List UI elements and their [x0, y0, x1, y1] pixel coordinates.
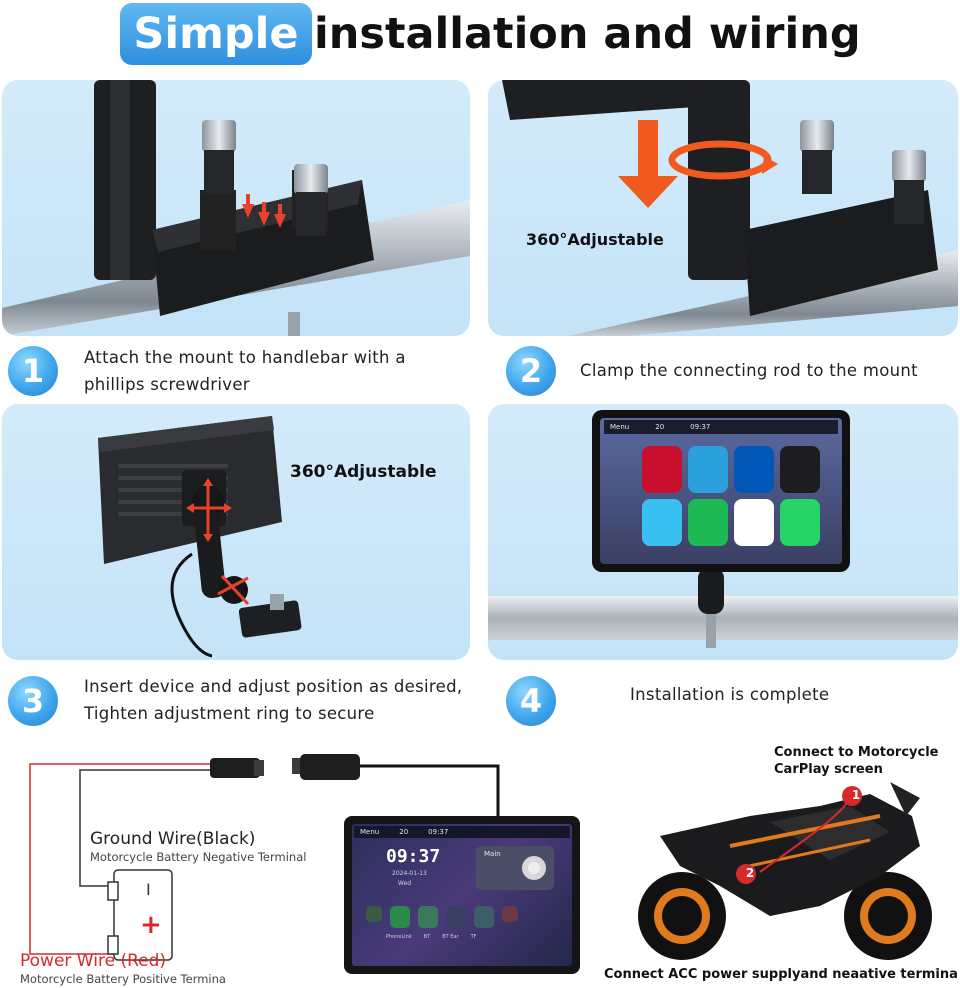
- ground-wire-label: Ground Wire(Black): [90, 829, 256, 849]
- panel-2-adjustable-label: 360°Adjustable: [526, 230, 664, 249]
- device-back-mount-illustration: [98, 416, 302, 658]
- wiring-device-dock-labels: PhoneLink BT BT Ear TF: [386, 934, 477, 940]
- power-wire-label: Power Wire (Red): [20, 951, 167, 971]
- wiring-device-day: Wed: [398, 880, 412, 887]
- wire-connector-left: [210, 758, 260, 778]
- power-wire-line: [29, 763, 214, 955]
- tf-app-icon[interactable]: [474, 906, 494, 928]
- dock-label-phonelink: PhoneLink: [386, 934, 412, 940]
- wiring-device-dock: [366, 906, 518, 928]
- page-title: installation and wiring: [314, 9, 861, 59]
- wiring-device-volume: 20: [399, 828, 409, 836]
- ground-wire-line: [79, 769, 214, 887]
- phonelink-home-icon[interactable]: [366, 906, 382, 922]
- wiring-device-status-bar: Menu 20 09:37: [354, 826, 570, 838]
- power-wire-sublabel: Motorcycle Battery Positive Termina: [20, 972, 226, 986]
- bt-app-icon[interactable]: [418, 906, 438, 928]
- dock-label-tf: TF: [470, 934, 477, 940]
- motorcycle-marker-2: 2: [745, 866, 755, 880]
- dock-label-bt-ear: BT Ear: [442, 934, 459, 940]
- step-3-text: Insert device and adjust position as des…: [84, 673, 462, 727]
- music-widget-label: Main: [484, 850, 501, 858]
- wiring-device-time: 09:37: [428, 828, 449, 836]
- battery-negative-symbol: I: [146, 880, 151, 899]
- step-3-number: 3: [8, 676, 58, 726]
- device-volume-label: 20: [655, 423, 665, 431]
- device-display: Menu 20 09:37: [592, 410, 850, 572]
- dock-label-bt: BT: [423, 934, 431, 940]
- connect-screen-line-2: CarPlay screen: [774, 762, 883, 777]
- device-status-bar: Menu 20 09:37: [604, 420, 838, 434]
- step-1-number: 1: [8, 346, 58, 396]
- ground-wire-sublabel: Motorcycle Battery Negative Terminal: [90, 850, 307, 864]
- battery-icon: [113, 869, 173, 961]
- wire-connector-right: [300, 754, 360, 780]
- phonelink-app-icon[interactable]: [390, 906, 410, 928]
- telegram-app-icon[interactable]: [688, 446, 728, 493]
- wiring-diagram: [29, 754, 500, 961]
- step-1-line-1: Attach the mount to handlebar with a: [84, 348, 406, 367]
- power-off-icon[interactable]: [502, 906, 518, 922]
- carplay-app-grid: [636, 440, 826, 552]
- step-2-line-1: Clamp the connecting rod to the mount: [580, 361, 918, 380]
- step-3-line-2: Tighten adjustment ring to secure: [84, 704, 375, 723]
- motorcycle-marker-1: 1: [851, 788, 861, 802]
- npr-one-app-icon[interactable]: [780, 446, 820, 493]
- siriusxm-app-icon[interactable]: [734, 446, 774, 493]
- device-menu-label[interactable]: Menu: [610, 423, 630, 431]
- spotify-app-icon[interactable]: [688, 499, 728, 546]
- step-4-number: 4: [506, 676, 556, 726]
- wiring-device-clock: 09:37: [386, 846, 441, 867]
- step-2-text: Clamp the connecting rod to the mount: [580, 357, 918, 384]
- step-2-number: 2: [506, 346, 556, 396]
- waze-app-icon[interactable]: [642, 499, 682, 546]
- connect-acc-label: Connect ACC power supplyand neaative ter…: [604, 967, 958, 982]
- motorcycle-illustration: [638, 782, 932, 960]
- step-1-line-2: phillips screwdriver: [84, 375, 250, 394]
- panel-step-4-image: Menu 20 09:37: [488, 404, 958, 660]
- music-widget[interactable]: Main: [476, 846, 554, 890]
- panel-step-3-image: 360°Adjustable: [2, 404, 470, 660]
- step-1-text: Attach the mount to handlebar with a phi…: [84, 344, 406, 398]
- connecting-rod-illustration: [502, 80, 958, 336]
- wiring-device-menu[interactable]: Menu: [360, 828, 380, 836]
- whatsapp-app-icon[interactable]: [780, 499, 820, 546]
- step-3-line-1: Insert device and adjust position as des…: [84, 677, 463, 696]
- wiring-device-date: 2024-01-13: [392, 870, 427, 877]
- connect-screen-line-1: Connect to Motorcycle: [774, 745, 939, 760]
- wiring-device-screen: Menu 20 09:37 09:37 2024-01-13 Wed Main …: [352, 824, 572, 966]
- battery-positive-symbol: +: [140, 910, 162, 940]
- panel-3-adjustable-label: 360°Adjustable: [290, 462, 437, 482]
- handlebar-mount-illustration: [2, 80, 470, 336]
- device-time-label: 09:37: [690, 423, 711, 431]
- step-4-line-1: Installation is complete: [630, 685, 830, 704]
- bt-ear-app-icon[interactable]: [446, 906, 466, 928]
- panel-step-1-image: [2, 80, 470, 336]
- iheart-app-icon[interactable]: [642, 446, 682, 493]
- device-screen: Menu 20 09:37: [600, 418, 842, 564]
- vinyl-record-icon: [522, 856, 546, 880]
- wiring-device: Menu 20 09:37 09:37 2024-01-13 Wed Main …: [344, 816, 580, 974]
- title-highlight-badge: Simple: [120, 3, 312, 65]
- step-4-text: Installation is complete: [630, 681, 829, 708]
- panel-step-2-image: 360°Adjustable: [488, 80, 958, 336]
- mlb-app-icon[interactable]: [734, 499, 774, 546]
- installed-device-illustration: [488, 568, 958, 648]
- connect-screen-label: Connect to Motorcycle CarPlay screen: [774, 744, 939, 778]
